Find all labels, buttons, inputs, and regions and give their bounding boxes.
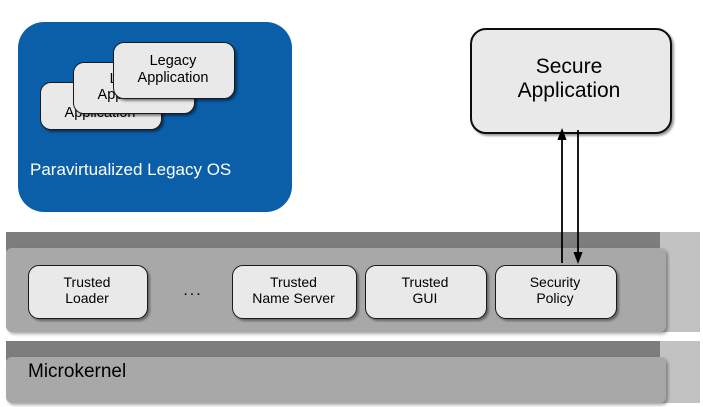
microkernel-bar-side-bevel [660, 341, 700, 403]
service-box-security-policy[interactable] [495, 265, 617, 319]
secure-application-box[interactable] [470, 28, 672, 134]
legacy-application-box-front[interactable] [113, 42, 235, 99]
services-bar-side-bevel [660, 232, 700, 332]
microkernel-bar-front-face [6, 357, 666, 403]
services-bar-top-bevel [6, 232, 696, 252]
microkernel-layer-bar [6, 341, 700, 403]
arrow-secure-app-to-security-policy [573, 130, 583, 264]
service-box-trusted-name-server[interactable] [232, 265, 357, 319]
service-box-trusted-loader[interactable] [28, 265, 148, 319]
arrow-security-policy-to-secure-app [557, 128, 567, 263]
service-box-trusted-gui[interactable] [365, 265, 487, 319]
microkernel-bar-top-bevel [6, 341, 696, 361]
